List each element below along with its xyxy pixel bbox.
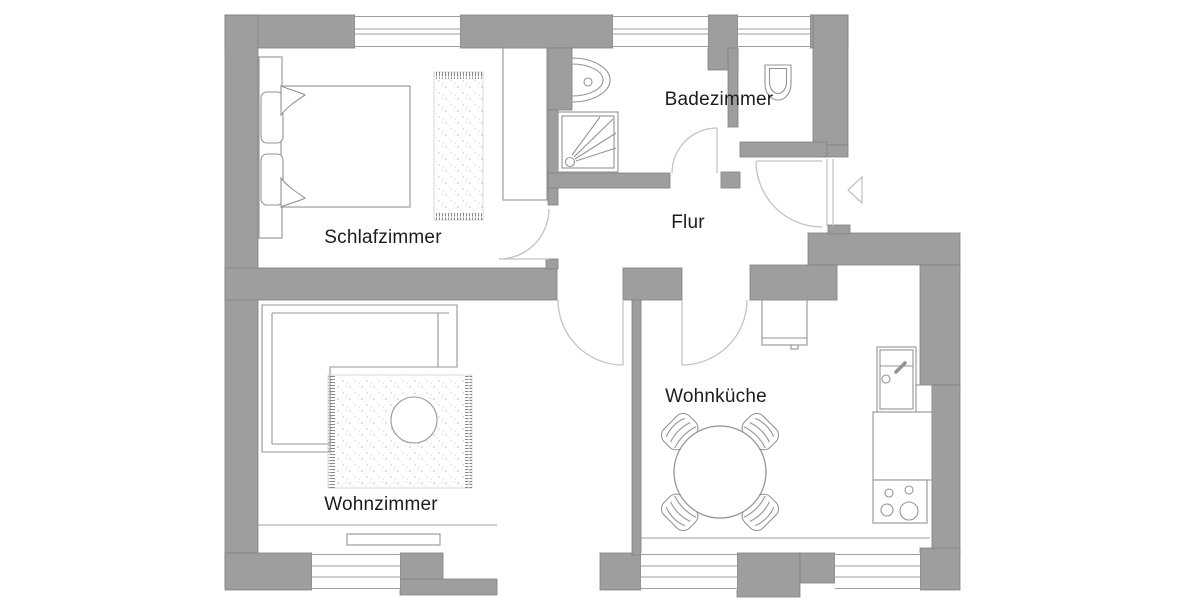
wall-bed-door-jamb [545, 258, 559, 270]
window [312, 553, 400, 590]
wall-left [224, 14, 259, 589]
wall-bottom-3 [599, 552, 642, 591]
window [738, 15, 810, 48]
pillow-icon [260, 153, 284, 206]
wall-kitchen-top [749, 264, 838, 301]
wall-top-mid [459, 14, 614, 49]
corner-sofa-icon [261, 304, 458, 453]
bedroom-furniture [258, 47, 548, 239]
wall-bottom-1 [224, 552, 313, 591]
bedroom-rug-icon [433, 71, 484, 221]
door-living-room [557, 299, 624, 366]
shower-icon [557, 111, 619, 173]
wall-right-lower [931, 384, 961, 556]
bed-headboard [258, 56, 283, 239]
door-entrance [755, 159, 863, 228]
double-bed-icon [280, 85, 411, 208]
room-label-wohnzimmer: Wohnzimmer [324, 494, 438, 515]
wall-bath-door-jamb [720, 171, 741, 189]
toilet-icon [764, 64, 792, 101]
window [835, 553, 920, 590]
kitchen-sink-icon [876, 346, 917, 413]
room-label-flur: Flur [671, 212, 705, 233]
blanket-fold [280, 85, 307, 117]
kitchen-cabinet-icon [761, 299, 808, 350]
blanket-fold [280, 176, 307, 208]
wall-top-right-band [807, 232, 961, 266]
wall-bottom-2a [399, 552, 444, 580]
coffee-table-icon [390, 396, 438, 444]
wall-partition-living-kitchen [631, 299, 642, 556]
dining-set [660, 412, 780, 532]
wall-bath-stub [727, 47, 739, 128]
faucet-icon [894, 361, 907, 374]
wall-entry-bottom-jamb [827, 224, 851, 235]
window [355, 15, 460, 48]
wall-bottom-4b [799, 552, 836, 584]
doors [498, 127, 863, 366]
kitchen-counter [872, 384, 933, 481]
windows [258, 15, 930, 590]
wall-bath-bottom-right [739, 141, 828, 158]
dining-table-icon [673, 425, 767, 519]
room-label-schlafzimmer: Schlafzimmer [324, 227, 442, 248]
wall-right-upper [919, 264, 961, 386]
window [613, 15, 708, 48]
wall-mid-band [224, 267, 558, 301]
room-label-badezimmer: Badezimmer [665, 89, 774, 110]
room-label-wohnkueche: Wohnküche [665, 386, 767, 407]
wall-bottom-2b [399, 578, 498, 596]
washbasin-icon [571, 57, 611, 103]
walls [224, 14, 961, 598]
door-bedroom [498, 208, 550, 260]
radiator-icon [346, 533, 441, 546]
pillow-icon [260, 91, 284, 144]
bathroom-fixtures [557, 57, 792, 173]
door-kitchen [681, 299, 748, 366]
room-labels: Schlafzimmer Badezimmer Flur Wohnzimmer … [324, 89, 774, 515]
stove-icon [872, 479, 928, 524]
wardrobe-icon [502, 47, 548, 201]
wall-corner-br [919, 547, 961, 591]
kitchen-furniture [660, 299, 933, 532]
wall-bottom-4a [736, 552, 801, 598]
wall-bed-bath-thick [547, 47, 573, 111]
entrance-arrow-icon [847, 175, 863, 205]
door-bathroom [671, 127, 718, 174]
living-room-furniture [261, 304, 473, 546]
wall-mid-block [622, 267, 683, 301]
window [641, 553, 737, 590]
wall-bath-right [812, 14, 849, 146]
wall-bed-bath-thin [547, 109, 559, 206]
wall-bath-bottom [547, 172, 671, 189]
